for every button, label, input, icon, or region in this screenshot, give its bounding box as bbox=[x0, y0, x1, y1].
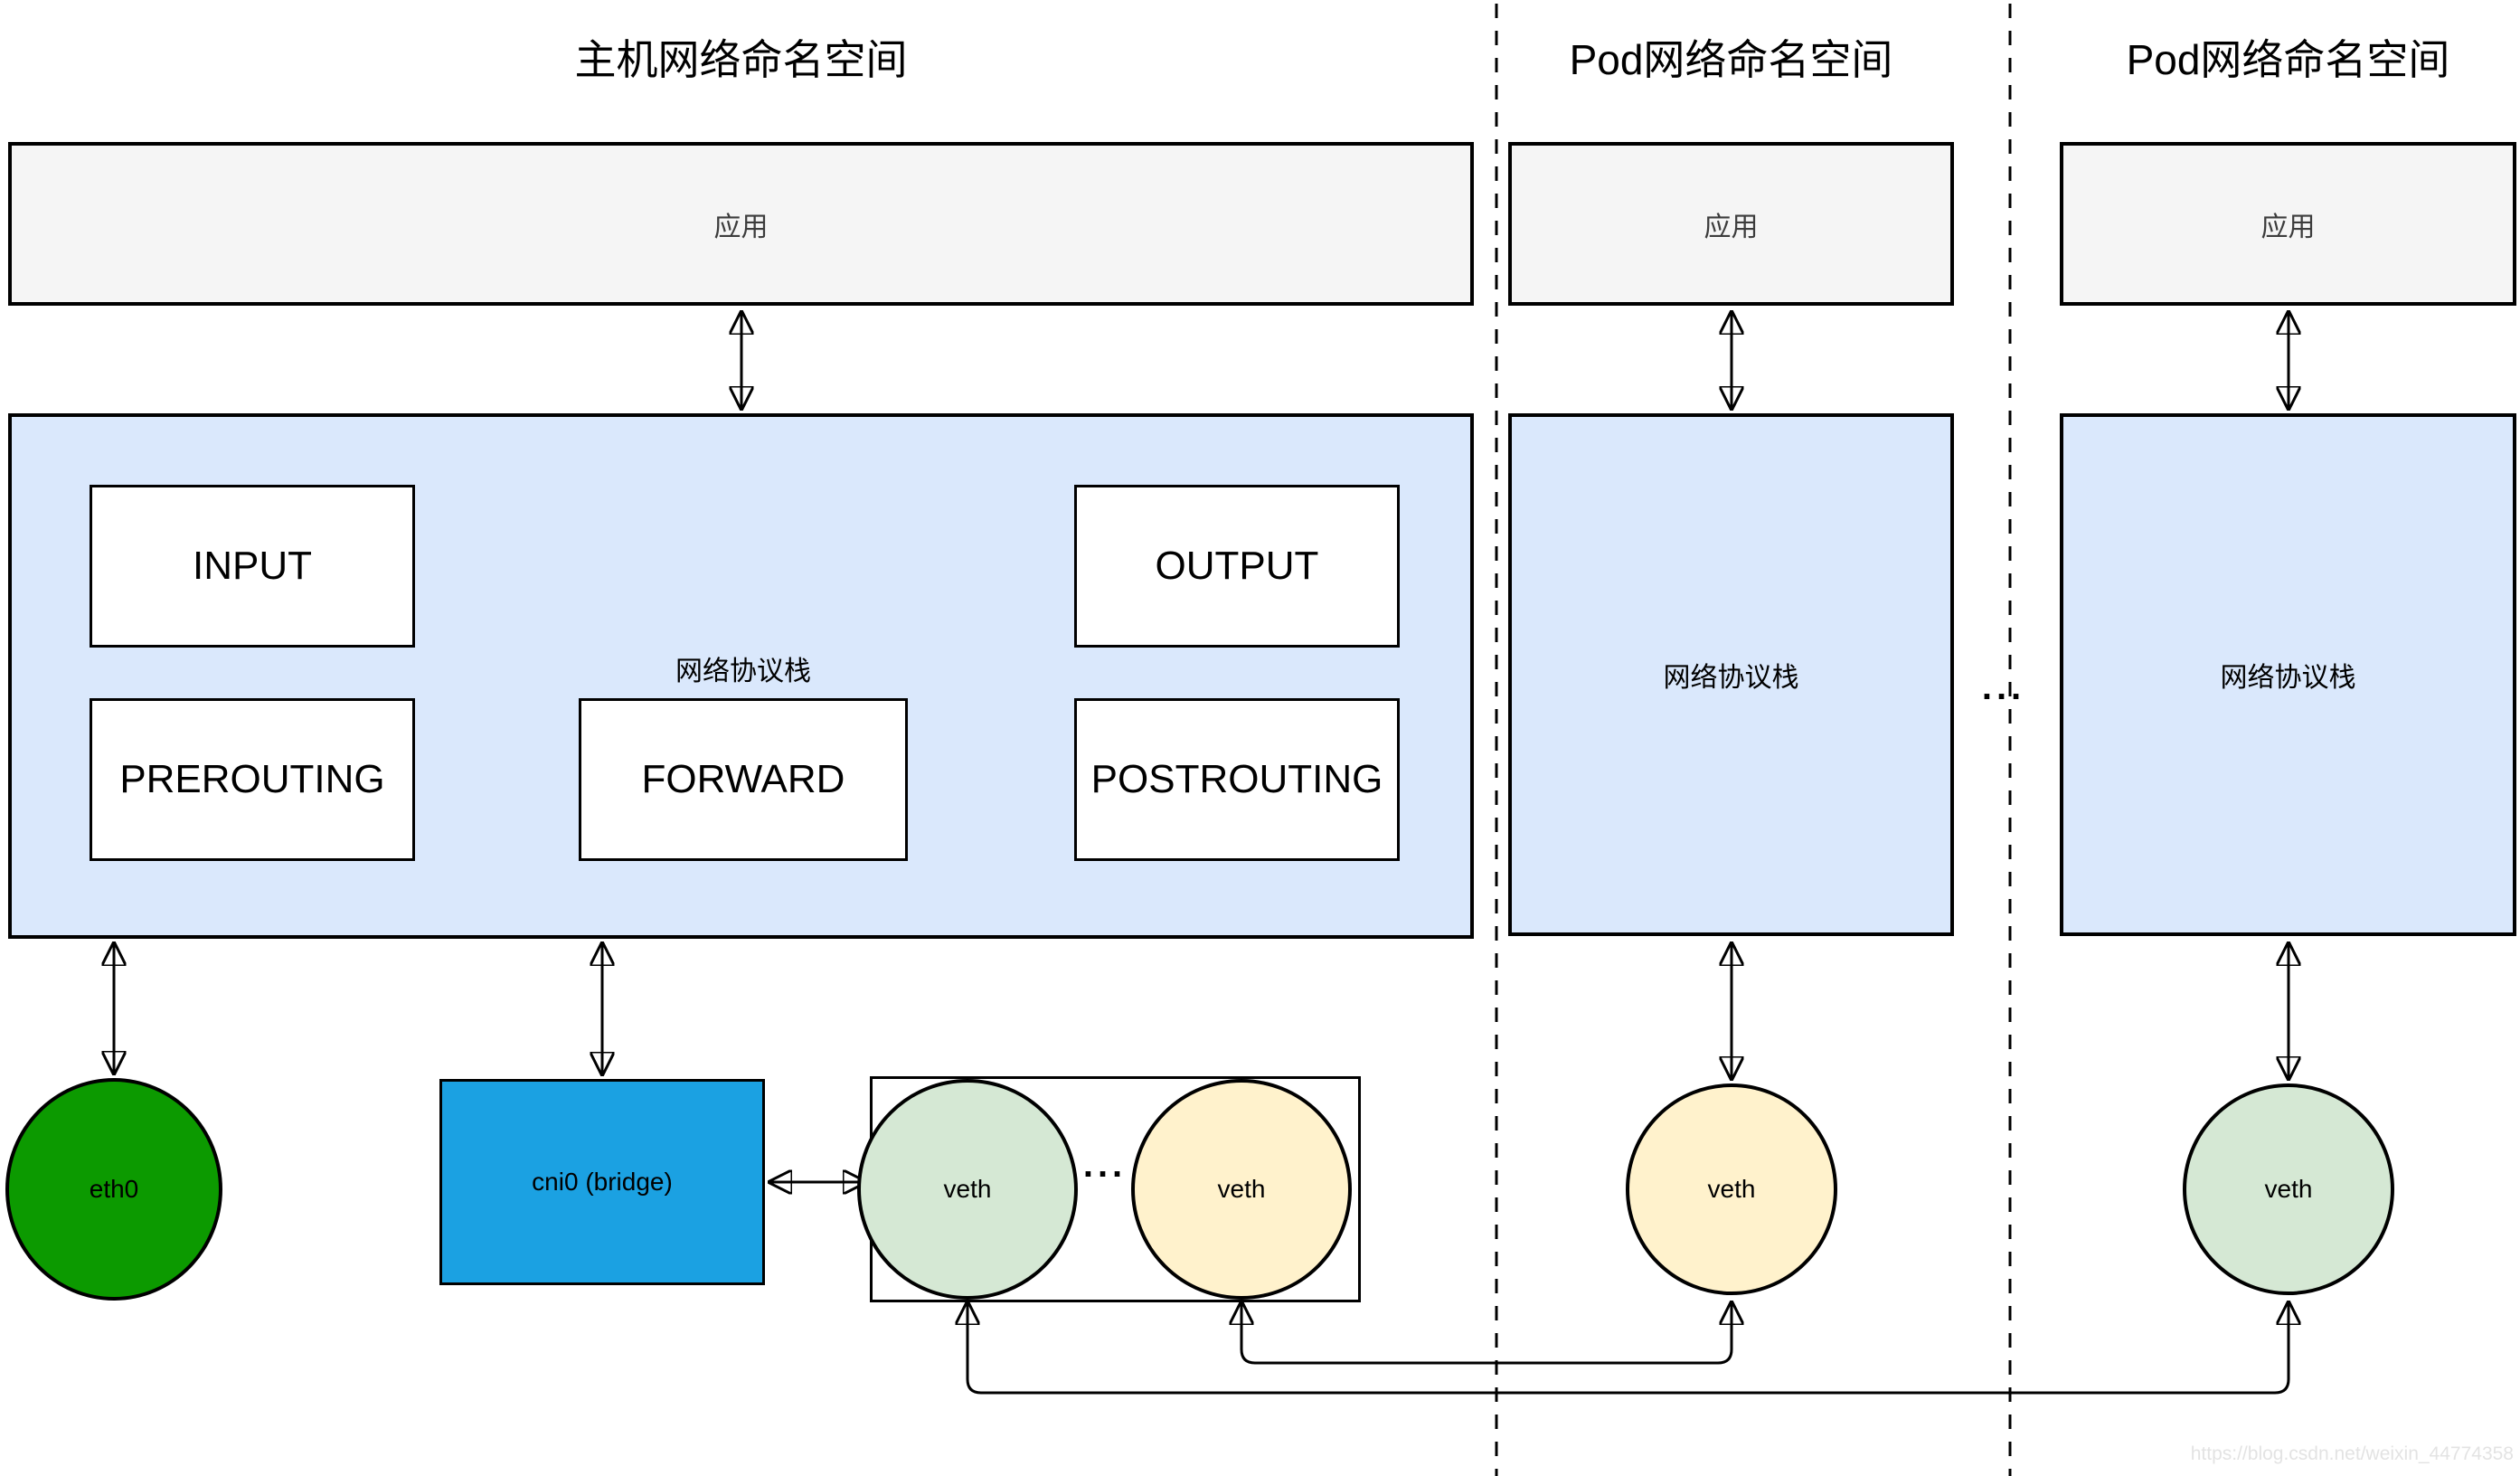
host-veth-ellipsis: ... bbox=[1076, 1141, 1134, 1188]
pod2-veth-label: veth bbox=[2264, 1175, 2313, 1203]
host-namespace-title: 主机网络命名空间 bbox=[8, 25, 1474, 89]
pod2-namespace-title: Pod网络命名空间 bbox=[2060, 25, 2516, 89]
host-app-box: 应用 bbox=[8, 142, 1474, 306]
watermark-text: https://blog.csdn.net/weixin_44774358 bbox=[2190, 1443, 2514, 1464]
pod1-stack-box: 网络协议栈 bbox=[1508, 413, 1954, 936]
chain-output-box: OUTPUT bbox=[1074, 485, 1400, 648]
host-veth1-label: veth bbox=[943, 1175, 992, 1203]
chain-forward-box: FORWARD bbox=[579, 698, 908, 861]
pod1-veth-label: veth bbox=[1707, 1175, 1756, 1203]
host-app-label: 应用 bbox=[713, 212, 769, 242]
pod1-namespace-title: Pod网络命名空间 bbox=[1508, 25, 1954, 89]
pod1-app-label: 应用 bbox=[1704, 212, 1759, 242]
chain-postrouting-box: POSTROUTING bbox=[1074, 698, 1400, 861]
cni0-bridge: cni0 (bridge) bbox=[439, 1079, 765, 1285]
pod2-namespace-title-text: Pod网络命名空间 bbox=[2126, 36, 2450, 83]
pod1-app-box: 应用 bbox=[1508, 142, 1954, 306]
chain-postrouting-label: POSTROUTING bbox=[1090, 757, 1383, 801]
pod2-app-box: 应用 bbox=[2060, 142, 2516, 306]
chain-prerouting-label: PREROUTING bbox=[119, 757, 385, 801]
pod1-veth: veth bbox=[1626, 1083, 1837, 1295]
host-stack-label: 网络协议栈 bbox=[675, 657, 811, 686]
host-veth2-label: veth bbox=[1217, 1175, 1266, 1203]
host-stack-label-wrap: 网络协议栈 bbox=[579, 646, 908, 691]
chain-prerouting-box: PREROUTING bbox=[90, 698, 415, 861]
eth0-interface: eth0 bbox=[5, 1078, 222, 1301]
pod2-stack-box: 网络协议栈 bbox=[2060, 413, 2516, 936]
chain-output-label: OUTPUT bbox=[1155, 544, 1319, 588]
cni0-label: cni0 (bridge) bbox=[532, 1168, 673, 1196]
pod2-stack-label: 网络协议栈 bbox=[2220, 663, 2356, 693]
host-veth1: veth bbox=[857, 1079, 1078, 1300]
host-veth-ellipsis-text: ... bbox=[1082, 1145, 1128, 1185]
pod2-veth: veth bbox=[2183, 1083, 2394, 1295]
pods-ellipsis: ... bbox=[1975, 664, 2033, 711]
chain-forward-label: FORWARD bbox=[641, 757, 845, 801]
hostveth2-pod1veth-connector bbox=[1241, 1303, 1732, 1365]
pods-ellipsis-text: ... bbox=[1981, 667, 2026, 707]
pod2-app-label: 应用 bbox=[2260, 212, 2316, 242]
hostveth1-pod2veth-connector bbox=[967, 1303, 2289, 1395]
pod1-stack-label: 网络协议栈 bbox=[1663, 663, 1799, 693]
eth0-label: eth0 bbox=[89, 1175, 139, 1203]
pod1-namespace-title-text: Pod网络命名空间 bbox=[1569, 36, 1893, 83]
chain-input-label: INPUT bbox=[193, 544, 312, 588]
host-namespace-title-text: 主机网络命名空间 bbox=[574, 36, 908, 83]
host-veth2: veth bbox=[1131, 1079, 1352, 1300]
watermark: https://blog.csdn.net/weixin_44774358 bbox=[2107, 1443, 2514, 1471]
chain-input-box: INPUT bbox=[90, 485, 415, 648]
